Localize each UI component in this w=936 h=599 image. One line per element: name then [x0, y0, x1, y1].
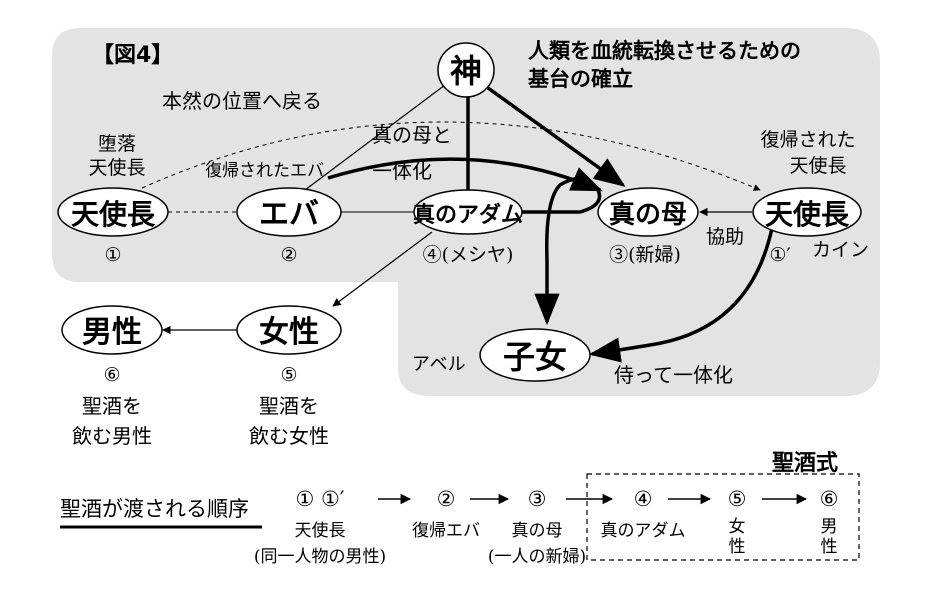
man-caption-1: 聖酒を	[82, 394, 142, 418]
seq-step-6-sub1: 男	[821, 517, 838, 537]
label-fallen-2: 天使長	[88, 157, 145, 179]
node-true-mother: 真の母	[597, 187, 699, 237]
num-2: ②	[280, 244, 297, 266]
node-true-mother-label: 真の母	[609, 200, 687, 230]
seq-step-1-sub1: 天使長	[295, 520, 346, 541]
num-5: ⑤	[280, 364, 297, 386]
label-cooperation: 協助	[706, 226, 744, 248]
label-fallen-1: 堕落	[98, 133, 136, 155]
num-4: ④(メシヤ)	[423, 244, 514, 266]
seq-step-1: ① ①′	[295, 487, 344, 511]
label-return-original: 本然の位置へ戻る	[162, 89, 322, 113]
label-abel: アベル	[412, 354, 466, 375]
seq-step-1-sub2: (同一人物の男性)	[254, 547, 386, 567]
node-eve-label: エバ	[259, 197, 319, 232]
seq-step-4: ④	[634, 487, 653, 511]
label-serve-unite: 侍って一体化	[614, 363, 733, 387]
label-cain: カイン	[812, 239, 869, 261]
label-restored-2: 天使長	[789, 155, 846, 177]
arrow-loop-to-child	[522, 176, 602, 326]
node-archangel-right-label: 天使長	[765, 198, 850, 231]
node-god: 神	[437, 42, 495, 98]
man-caption-2: 飲む男性	[72, 424, 152, 448]
node-woman-label: 女性	[259, 315, 319, 350]
arrow-archangel-child	[588, 227, 774, 363]
num-6: ⑥	[103, 364, 120, 386]
ceremony-title: 聖酒式	[772, 451, 838, 476]
seq-step-5-sub1: 女	[729, 517, 746, 537]
node-true-adam: 真のアダム	[413, 189, 523, 235]
woman-caption-1: 聖酒を	[259, 394, 319, 418]
dashed-arc	[141, 121, 761, 191]
num-1-prime: ①′	[769, 244, 790, 266]
seq-step-6-sub2: 性	[821, 537, 838, 557]
ceremony-box	[586, 473, 860, 561]
woman-caption-2: 飲む女性	[249, 424, 329, 448]
seq-step-3: ③	[528, 487, 547, 511]
figure-label: 【図4】	[92, 43, 173, 68]
seq-step-6: ⑥	[820, 487, 839, 511]
num-3: ③(新婦)	[609, 244, 681, 266]
node-archangel-left-label: 天使長	[71, 198, 156, 231]
seq-step-2-sub: 復帰エバ	[412, 521, 480, 541]
seq-step-3-sub1: 真の母	[512, 521, 563, 541]
node-archangel-left: 天使長	[57, 187, 169, 237]
num-1: ①	[104, 244, 121, 266]
sequence-title: 聖酒が渡される順序	[60, 497, 249, 521]
label-one-body-2: 一体化	[372, 159, 432, 183]
heading-line2: 基台の確立	[528, 67, 633, 91]
seq-step-2: ②	[437, 487, 456, 511]
node-man: 男性	[61, 305, 163, 355]
seq-step-4-sub: 真のアダム	[601, 521, 686, 541]
label-one-body-1: 真の母と	[372, 123, 452, 147]
node-true-adam-label: 真のアダム	[413, 202, 523, 228]
node-god-label: 神	[450, 52, 482, 90]
heading-line1: 人類を血統転換させるための	[528, 39, 801, 63]
seq-step-5-sub2: 性	[729, 537, 746, 557]
seq-step-5: ⑤	[728, 487, 747, 511]
label-restored-1: 復帰された	[760, 129, 855, 151]
link-god-eve	[304, 84, 446, 191]
node-eve: エバ	[236, 187, 342, 237]
arrow-eve-mother	[327, 157, 603, 192]
arrow-adam-woman	[332, 231, 433, 307]
label-restored-eve: 復帰されたエバ	[205, 161, 324, 181]
node-child: 子女	[479, 328, 591, 382]
node-woman: 女性	[236, 305, 342, 355]
node-archangel-right: 天使長	[752, 187, 862, 237]
seq-step-3-sub2: (一人の新婦)	[488, 547, 586, 567]
node-man-label: 男性	[82, 315, 142, 350]
node-child-label: 子女	[503, 338, 567, 376]
